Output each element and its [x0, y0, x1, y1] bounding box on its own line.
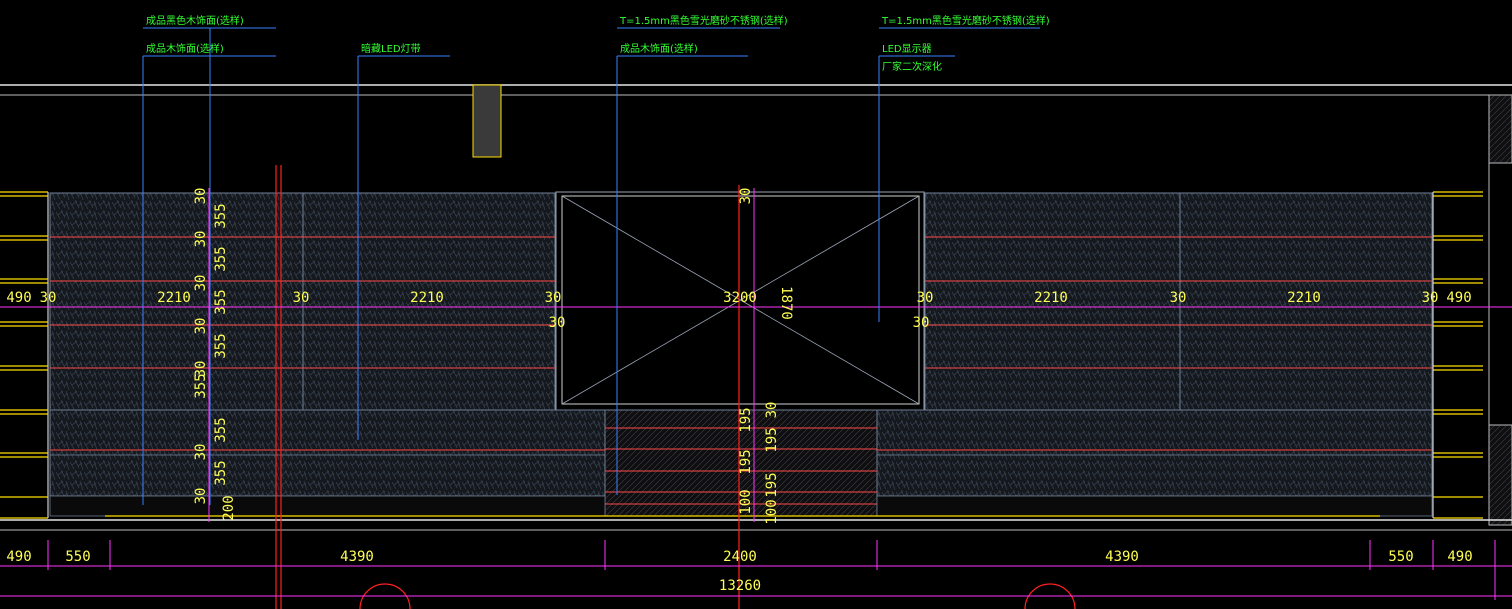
dim-b-2: 550 — [65, 549, 90, 565]
ceiling-lines — [0, 84, 1512, 96]
dim-h-3: 2210 — [157, 290, 191, 306]
dim-v-2: 355 — [213, 203, 229, 228]
dim-v-10: 30 — [193, 361, 209, 378]
right-side-shelves — [1432, 191, 1483, 519]
dim-c-6: 195 — [764, 427, 780, 452]
dim-b-6: 550 — [1388, 549, 1413, 565]
dim-b-3: 4390 — [340, 549, 374, 565]
dim-v-1: 30 — [193, 188, 209, 205]
dim-total: 13260 — [719, 578, 761, 594]
dim-c-2: 1870 — [778, 286, 794, 320]
dim-h-2: 30 — [40, 290, 57, 306]
dim-v-11: 355 — [213, 417, 229, 442]
leader-lines — [142, 27, 1040, 505]
axis-lines — [275, 165, 740, 609]
annotation-4: T=1.5mm黑色雪光磨砂不锈钢(选样) — [619, 14, 788, 27]
dim-c-5: 195 — [738, 407, 754, 432]
dim-v-7: 30 — [193, 318, 209, 335]
dim-b-1: 490 — [6, 549, 31, 565]
annotation-8: 厂家二次深化 — [882, 60, 942, 73]
left-side-shelves — [0, 191, 49, 519]
horizontal-dims: 490 30 2210 30 2210 30 3200 30 2210 30 2… — [6, 290, 1471, 306]
dim-h-10: 30 — [1170, 290, 1187, 306]
annotation-7: LED显示器 — [882, 43, 932, 55]
vertical-dims-left: 30 355 30 355 30 355 30 355 355 30 355 3… — [193, 188, 237, 521]
dim-b-5: 4390 — [1105, 549, 1139, 565]
dim-c-8: 195 — [738, 449, 754, 474]
dim-c-4: 30 — [913, 315, 930, 331]
dim-v-12: 30 — [193, 444, 209, 461]
dim-v-4: 355 — [213, 246, 229, 271]
annotation-2: 成品木饰面(选样) — [146, 42, 224, 55]
annotations: 成品黑色木饰面(选样) 成品木饰面(选样) 暗藏LED灯带 T=1.5mm黑色雪… — [146, 14, 1050, 73]
right-wall — [1488, 94, 1512, 526]
dim-v-14: 30 — [193, 488, 209, 505]
dim-h-4: 30 — [293, 290, 310, 306]
dim-v-8: 355 — [213, 333, 229, 358]
dim-v-5: 30 — [193, 275, 209, 292]
annotation-5: 成品木饰面(选样) — [620, 42, 698, 55]
center-dims: 30 1870 30 30 195 195 30 195 195 100 100 — [549, 188, 930, 525]
bottom-dims: 490 550 4390 2400 4390 550 490 13260 — [6, 549, 1472, 594]
floor-lines — [0, 519, 1512, 531]
dim-h-9: 2210 — [1034, 290, 1068, 306]
dim-h-12: 30 — [1422, 290, 1439, 306]
dim-c-11: 100 — [764, 499, 780, 524]
annotation-1: 成品黑色木饰面(选样) — [146, 14, 244, 27]
dim-b-4: 2400 — [723, 549, 757, 565]
dim-c-3: 30 — [549, 315, 566, 331]
dim-c-7: 30 — [764, 402, 780, 419]
dim-h-1: 490 — [6, 290, 31, 306]
dim-h-5: 2210 — [410, 290, 444, 306]
dim-v-6: 355 — [213, 289, 229, 314]
dim-h-6: 30 — [545, 290, 562, 306]
dim-c-10: 100 — [738, 489, 754, 514]
bubble-left — [359, 583, 411, 609]
dim-v-9: 355 — [193, 373, 209, 398]
annotation-3: 暗藏LED灯带 — [361, 42, 421, 55]
ceiling-bracket — [472, 84, 502, 158]
bubble-right — [1024, 583, 1076, 609]
dim-h-11: 2210 — [1287, 290, 1321, 306]
dim-h-8: 30 — [917, 290, 934, 306]
dim-c-9: 195 — [764, 472, 780, 497]
dim-v-15: 200 — [221, 495, 237, 520]
dim-h-7: 3200 — [723, 290, 757, 306]
dimension-lines — [0, 188, 1512, 600]
dim-v-3: 30 — [193, 231, 209, 248]
dim-b-7: 490 — [1447, 549, 1472, 565]
upper-left-cabinet — [49, 192, 556, 411]
annotation-6: T=1.5mm黑色雪光磨砂不锈钢(选样) — [881, 14, 1050, 27]
dim-c-1: 30 — [738, 188, 754, 205]
dim-h-13: 490 — [1446, 290, 1471, 306]
dim-v-13: 355 — [213, 460, 229, 485]
